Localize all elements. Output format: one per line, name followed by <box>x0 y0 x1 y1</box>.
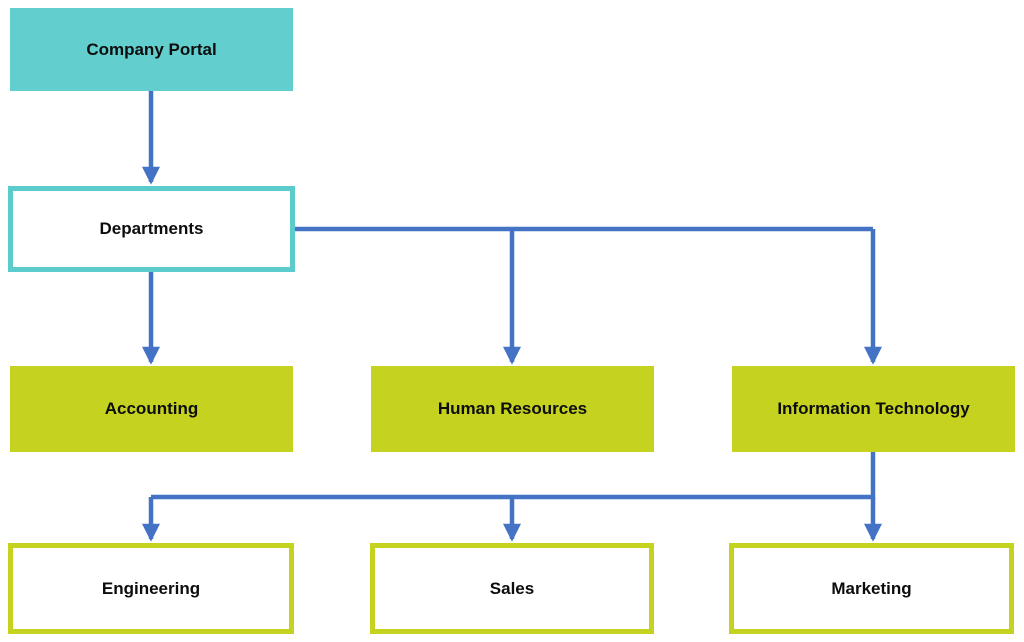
node-human-resources-label: Human Resources <box>437 399 588 418</box>
node-marketing: Marketing <box>729 543 1014 634</box>
node-departments-label: Departments <box>99 219 204 238</box>
node-human-resources: Human Resources <box>371 366 654 452</box>
edge-it-bus <box>151 452 876 500</box>
node-information-technology-label: Information Technology <box>777 399 970 418</box>
node-company-portal-label: Company Portal <box>86 39 217 59</box>
node-marketing-label: Marketing <box>831 578 912 598</box>
node-accounting: Accounting <box>10 366 293 452</box>
node-accounting-label: Accounting <box>104 399 199 418</box>
node-sales: Sales <box>370 543 654 634</box>
node-company-portal: Company Portal <box>10 8 293 91</box>
node-engineering-label: Engineering <box>101 578 201 598</box>
node-departments: Departments <box>8 186 295 272</box>
node-information-technology: Information Technology <box>732 366 1015 452</box>
node-engineering: Engineering <box>8 543 294 634</box>
node-sales-label: Sales <box>489 578 535 598</box>
